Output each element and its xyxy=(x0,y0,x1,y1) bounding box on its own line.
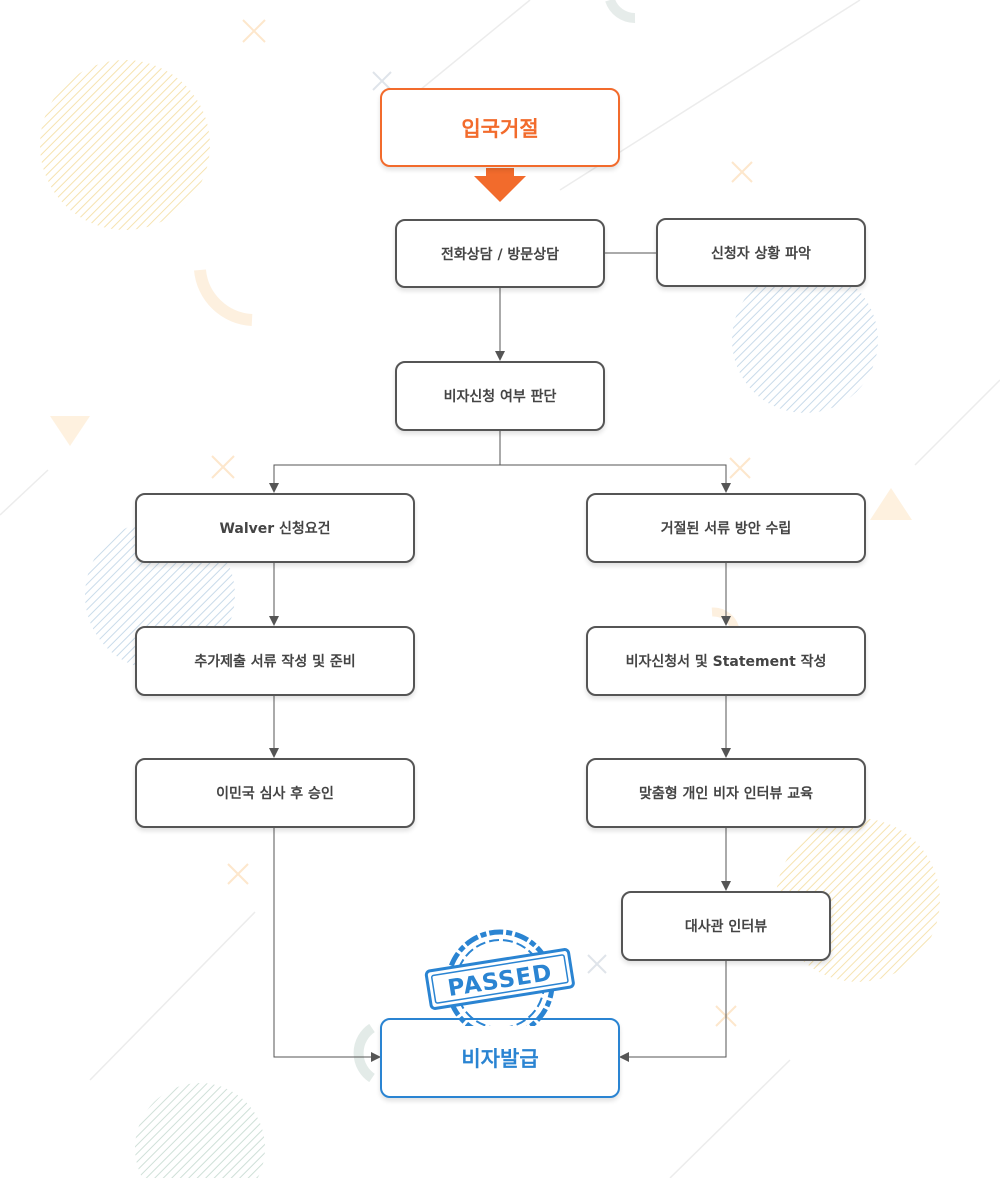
node-application: 비자신청서 및 Statement 작성 xyxy=(586,626,866,696)
hatched-circle-decoration xyxy=(135,1083,265,1178)
node-embassy: 대사관 인터뷰 xyxy=(621,891,831,961)
node-consult: 전화상담 / 방문상담 xyxy=(395,219,605,288)
node-decision: 비자신청 여부 판단 xyxy=(395,361,605,431)
node-issued: 비자발급 xyxy=(380,1018,620,1098)
node-extra-docs: 추가제출 서류 작성 및 준비 xyxy=(135,626,415,696)
connector-embassy-issued xyxy=(619,960,727,1062)
arc-decoration xyxy=(194,269,253,326)
hatched-circle-decoration xyxy=(732,267,878,413)
hatched-circle-decoration xyxy=(40,60,210,230)
node-situation: 신청자 상황 파악 xyxy=(656,218,866,287)
node-docs-plan: 거절된 서류 방안 수립 xyxy=(586,493,866,563)
node-refusal: 입국거절 xyxy=(380,88,620,167)
connector-immigration-issued xyxy=(273,827,381,1062)
arc-decoration xyxy=(353,1023,376,1083)
arc-decoration xyxy=(605,0,636,24)
connector-decision-docs xyxy=(500,464,731,493)
triangle-decoration xyxy=(870,488,912,520)
connector-decision-waiver xyxy=(269,430,501,493)
triangle-decoration xyxy=(50,416,90,446)
node-immigration: 이민국 심사 후 승인 xyxy=(135,758,415,828)
passed-stamp: PASSED xyxy=(424,929,575,1026)
start-arrow xyxy=(474,168,526,202)
node-interview-training: 맞춤형 개인 비자 인터뷰 교육 xyxy=(586,758,866,828)
node-waiver: Walver 신청요건 xyxy=(135,493,415,563)
